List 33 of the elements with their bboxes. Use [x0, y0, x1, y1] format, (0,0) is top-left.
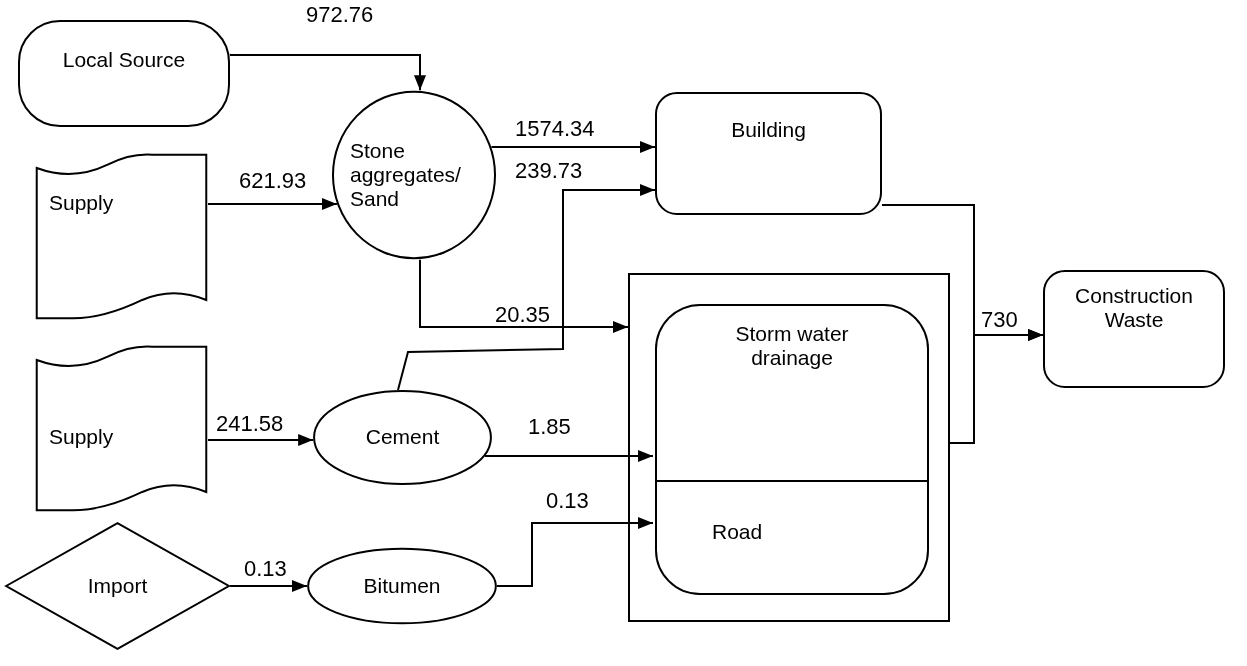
document-shape [35, 153, 208, 320]
node-label: Construction Waste [1074, 284, 1194, 333]
node-label: Cement [365, 425, 440, 450]
arrow [496, 517, 654, 587]
process-ellipse [313, 390, 492, 485]
node-label: Storm water drainage [734, 322, 850, 371]
node-label: Bitumen [363, 573, 441, 599]
arrow [483, 450, 654, 462]
arrow [207, 434, 315, 446]
arrow [490, 141, 656, 153]
process-ellipse [307, 548, 497, 624]
arrow [397, 184, 656, 392]
document-shape [35, 345, 208, 512]
arrow [229, 54, 426, 92]
node-label: Import [87, 573, 148, 599]
arrow [949, 329, 1044, 444]
container-box [628, 273, 950, 622]
decision-diamond [5, 522, 230, 650]
arrow [229, 580, 308, 592]
section-box [655, 304, 929, 480]
node-label: Building [731, 118, 806, 143]
process-ellipse [332, 90, 496, 260]
node-label: Local Source [62, 48, 186, 73]
arrow [419, 258, 629, 333]
arrow [207, 198, 338, 210]
node-label: Stone aggregates/ Sand [350, 138, 462, 212]
node-label: Supply [49, 425, 114, 450]
node-label: Supply [49, 191, 114, 216]
node-label: Road [712, 520, 763, 545]
process-box [1043, 270, 1225, 388]
terminal-box [18, 20, 230, 127]
section-box [655, 480, 929, 595]
process-box [655, 92, 882, 215]
